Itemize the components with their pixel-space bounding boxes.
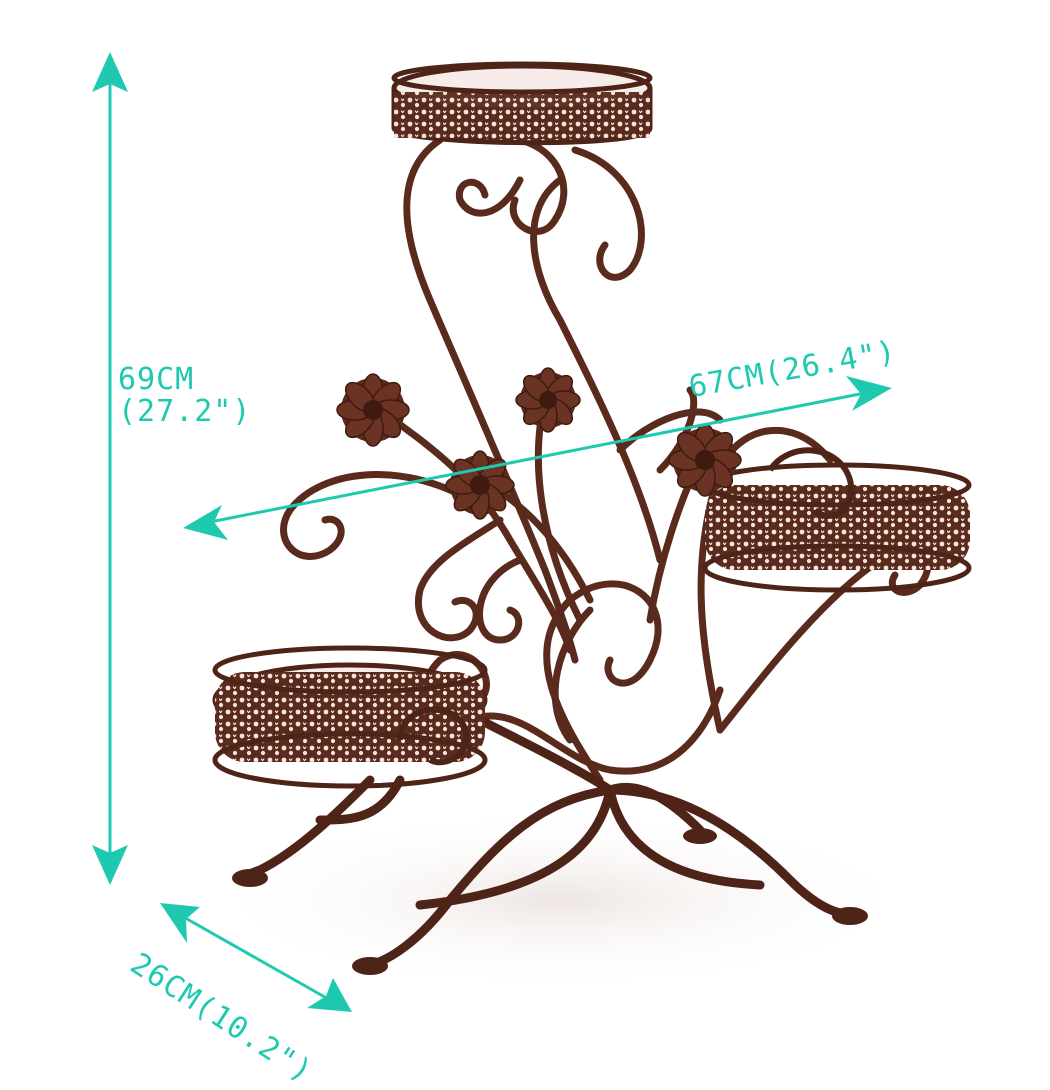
flower-1 bbox=[336, 373, 410, 447]
arrow-upleft-icon bbox=[160, 903, 200, 943]
dimension-arrows bbox=[92, 52, 892, 1012]
top-pot-ring bbox=[391, 61, 653, 146]
scroll-frame bbox=[280, 136, 932, 784]
height-cm: 69CM bbox=[118, 362, 195, 397]
arrow-downright-icon bbox=[307, 978, 352, 1012]
arrow-right-icon bbox=[846, 376, 892, 411]
height-dimension-label: 69CM (27.2") bbox=[118, 364, 251, 427]
plant-stand-illustration bbox=[92, 52, 972, 1012]
width-arrow-line bbox=[209, 391, 866, 524]
flower-3 bbox=[445, 450, 515, 520]
floor-shadow bbox=[200, 810, 920, 990]
flower-4 bbox=[668, 423, 742, 497]
left-pot-ring bbox=[212, 645, 488, 789]
arrow-left-icon bbox=[183, 505, 228, 540]
flower-2 bbox=[515, 367, 581, 433]
flower-ornaments bbox=[336, 367, 742, 520]
product-image: 69CM (27.2") 67CM(26.4") 26CM(10.2") bbox=[92, 52, 972, 1090]
arrow-up-icon bbox=[92, 52, 128, 92]
leg-feet bbox=[232, 828, 868, 975]
depth-arrow-line bbox=[179, 913, 331, 1002]
arrow-down-icon bbox=[92, 845, 128, 885]
right-pot-ring bbox=[702, 447, 972, 593]
height-inches: (27.2") bbox=[118, 393, 252, 429]
